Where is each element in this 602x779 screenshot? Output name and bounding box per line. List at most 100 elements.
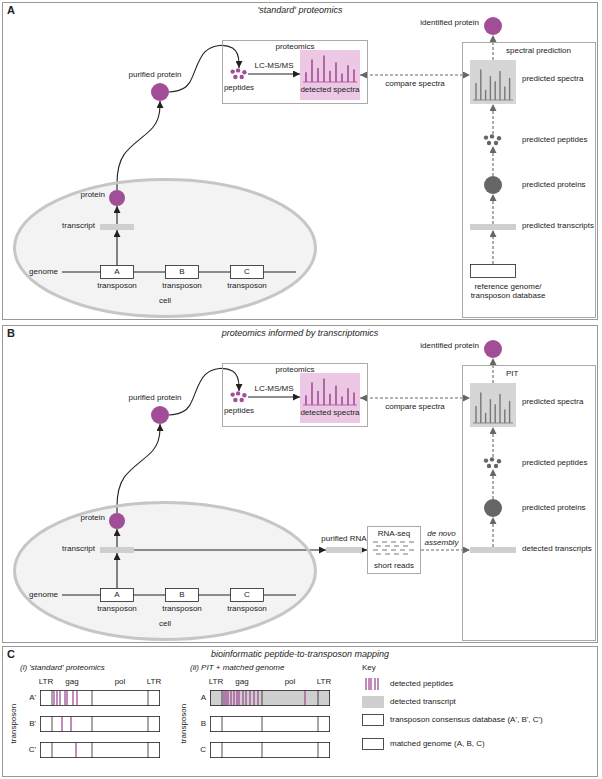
arrow (116, 553, 117, 588)
stroke (382, 549, 387, 551)
frame (463, 43, 596, 318)
rnaseq-box: RNA-seqshort reads (367, 526, 421, 574)
stroke (373, 541, 378, 543)
node-label: detected transcripts (522, 544, 596, 553)
peptide-dot (242, 393, 246, 397)
spectrum-box-shape (470, 60, 516, 104)
stroke (305, 395, 307, 405)
spectrum-box: predicted spectra (470, 60, 516, 104)
node-label: proteomics informed by transcriptomics (170, 328, 430, 338)
peptide-cluster: predicted peptides (483, 457, 503, 469)
dashed-arrow (492, 230, 493, 264)
frame (3, 647, 598, 777)
peptide-dot (236, 68, 240, 72)
stroke (311, 383, 313, 405)
stroke (223, 691, 224, 705)
node-label: transcript (45, 221, 95, 230)
transposon-box: Atransposon (100, 588, 134, 602)
node-label: predicted proteins (522, 180, 596, 189)
node-label: reference genome/ transposon database (466, 282, 550, 300)
transposon-box: Ctransposon (230, 588, 264, 602)
stroke (353, 69, 355, 82)
legend-swatch (362, 738, 384, 750)
stroke (335, 62, 337, 82)
peptide-dot (487, 464, 491, 468)
node-label: C (7, 648, 27, 661)
stroke (75, 743, 76, 757)
legend-swatch (362, 714, 384, 726)
transcript-bar: predicted transcripts (470, 224, 516, 230)
peptide-dot (231, 392, 235, 396)
dashed-arrow (360, 74, 470, 75)
peptide-dot (497, 136, 501, 140)
spectrum-box: predicted spectra (470, 383, 516, 427)
edge-label: LC-MS/MS (249, 384, 299, 393)
bar-fill (470, 224, 516, 230)
peptide-dot (494, 141, 498, 145)
spectrum-ground (470, 383, 516, 427)
node-label: C (230, 590, 264, 599)
protein-circle: purified protein (151, 406, 169, 424)
swatch-box (363, 739, 384, 750)
node-label: peptides (219, 83, 259, 92)
stroke (394, 553, 399, 555)
transposon-bar-shape (40, 716, 160, 732)
stroke (403, 553, 408, 555)
cell-fill (15, 503, 316, 640)
stroke (317, 68, 319, 82)
arrow (116, 230, 117, 265)
frame (463, 366, 596, 641)
stroke (52, 742, 53, 758)
label: LTR (204, 677, 228, 686)
stroke (347, 65, 349, 82)
panel-frame: A'standard' proteomicsgenomecellAtranspo… (2, 2, 598, 320)
stroke (391, 549, 396, 551)
cell-fill (15, 180, 316, 317)
bar-fill (210, 690, 330, 706)
bar-fill (40, 742, 160, 758)
stroke (385, 545, 390, 547)
peptide-dot (487, 141, 491, 145)
protein-circle: identified protein (484, 17, 502, 35)
stroke (59, 691, 60, 705)
node-label: transcript (45, 544, 95, 553)
node-label: spectral prediction (506, 46, 586, 55)
bar-fill (210, 716, 330, 732)
stroke (72, 691, 73, 705)
stroke (409, 541, 414, 543)
node-label: A (100, 590, 134, 599)
peptide-line (368, 678, 369, 690)
stroke (473, 423, 513, 424)
stroke (222, 690, 223, 706)
frame (3, 3, 598, 320)
node-label: cell (145, 296, 185, 305)
edge-label: LC-MS/MS (249, 61, 299, 70)
stroke (409, 549, 414, 551)
transcript-bar-shape (470, 224, 516, 230)
stroke (53, 691, 54, 705)
transcript-bar: transcript (100, 547, 134, 553)
protein-circle-shape (484, 17, 502, 35)
bar-fill (40, 690, 160, 706)
node-label: C (186, 745, 206, 754)
process-box: spectral prediction predicted spectra pred… (462, 42, 596, 318)
legend-swatch (362, 678, 384, 690)
stroke (262, 690, 263, 706)
transposon-box: Btransposon (165, 588, 199, 602)
node-label: transposon (87, 604, 147, 613)
protein-circle: identified protein (484, 340, 502, 358)
arrow (116, 529, 117, 547)
node-label: PIT (506, 369, 586, 378)
node-label: transposon (217, 281, 277, 290)
stroke (70, 717, 71, 731)
peptide-cluster: peptides (230, 391, 248, 403)
node-label: predicted peptides (522, 135, 596, 144)
node-label: peptides (219, 406, 259, 415)
peptide-dot (236, 391, 240, 395)
stroke (311, 60, 313, 82)
stroke (323, 55, 325, 82)
protein-circle: predicted proteins (484, 499, 502, 517)
node-label: transposon (87, 281, 147, 290)
transposon-bar-shape (210, 716, 330, 732)
